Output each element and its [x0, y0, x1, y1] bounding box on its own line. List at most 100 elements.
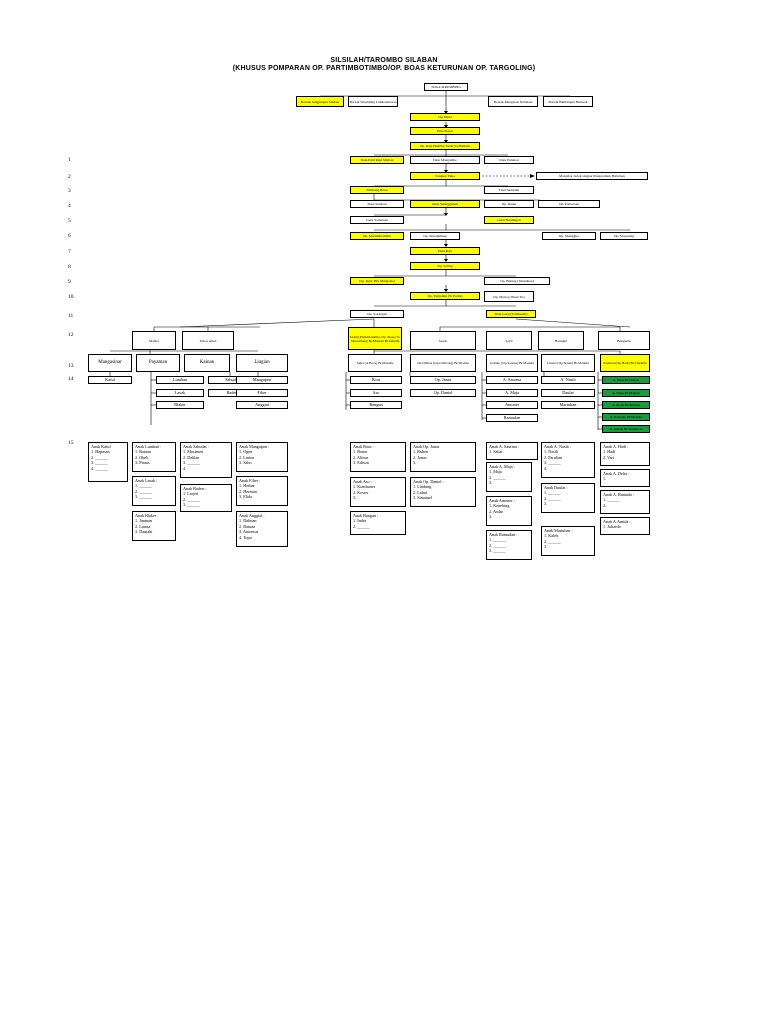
- children-list-title: Anak Mangapon :: [239, 444, 270, 449]
- tree-node: A. Danu Br.Manulu: [602, 389, 650, 397]
- children-list-item: 1. Juliardo: [603, 524, 621, 530]
- children-list-item: 2. Dahlan: [183, 454, 200, 460]
- page-subtitle: (KHUSUS POMPARAN OP. PARTIMBOTIMBO/OP. B…: [232, 65, 536, 72]
- children-list: Anak A.Amida : 1. Juliardo: [600, 517, 650, 535]
- row-number: 2: [68, 174, 71, 180]
- children-list-item: 1. Nasib: [544, 449, 558, 455]
- tree-node: Borsak Jungjungan Silaban: [296, 96, 344, 107]
- children-list: Anak Mangapon : 1. Ogen 2. Linton 3. Sah…: [236, 442, 288, 472]
- children-list-item: 3. ______: [135, 494, 152, 500]
- row-number: 12: [68, 332, 74, 338]
- children-list-item: 2. Obeli: [135, 454, 149, 460]
- tree-node: Datu Palti Raja Silabau: [350, 156, 404, 164]
- children-list-item: 2. Luhut: [413, 489, 428, 495]
- children-list: Anak Anggiat : 1. Dalman 2. Batuan 3. An…: [236, 511, 288, 547]
- children-list-item: 1. ______: [135, 483, 152, 489]
- children-list-item: 1. ______: [603, 497, 620, 503]
- children-list-item: 1. Lindung: [413, 484, 432, 490]
- tree-node: Anggiat: [236, 401, 288, 409]
- children-list-item: 3. ______: [489, 548, 506, 554]
- tree-node: Baringin: [538, 331, 584, 350]
- children-list-item: 1. ______: [544, 490, 561, 496]
- children-list-title: Anak Blaker :: [135, 513, 159, 518]
- children-list: Anak Aso : 1. Kombuner 2. Koster 3.: [350, 477, 406, 507]
- tree-node: Op. Situngkiling: [410, 232, 460, 240]
- row-number: 7: [68, 249, 71, 255]
- children-list-title: Anak Ramudan :: [489, 532, 518, 537]
- tree-node: Op. Sitanggiro: [542, 232, 596, 240]
- children-list-title: Anak Boas :: [353, 444, 374, 449]
- children-list: Anak A. Hadi : 1. Hadi 2. Vari: [600, 442, 650, 466]
- children-list-item: 1. Indra: [353, 518, 367, 524]
- tree-node: Guru Sitanggarum: [410, 200, 480, 208]
- children-list-item: 2. Alfnus: [353, 454, 369, 460]
- tree-node: Janaka (Op.Nasib) Br.Manulu: [541, 354, 595, 372]
- children-list-item: 1. Batuan: [135, 449, 152, 455]
- tree-node: Mangapon: [236, 376, 288, 384]
- children-list-title: Anak A. Saurma :: [489, 444, 520, 449]
- children-list-item: 2. ______: [544, 495, 561, 501]
- row-number: 14: [68, 376, 74, 382]
- children-list-title: Anak Lasak :: [135, 478, 158, 483]
- tree-node: Tuan Sampulu: [484, 186, 534, 194]
- children-list-item: 1. Sahat: [489, 449, 503, 455]
- tree-node: Op. Parbotaan: [538, 200, 600, 208]
- children-list-item: 2. ______: [91, 454, 108, 460]
- tree-node: Datu Mangambe: [410, 156, 480, 164]
- children-list-title: Anak A. Hadi :: [603, 444, 629, 449]
- children-list: Anak Filter : 1. Hotbar 2. Herman 3. Eli…: [236, 476, 288, 506]
- tree-node: Guru Sinalingon: [484, 216, 534, 224]
- tree-node: Bangunin: [598, 331, 650, 350]
- tree-node: Aso: [350, 389, 402, 397]
- children-list-title: Anak A. Delia :: [603, 471, 630, 476]
- children-list-item: 3. Pintus: [135, 460, 150, 466]
- row-number: 3: [68, 188, 71, 194]
- tree-node: A. Nasib: [541, 376, 595, 384]
- children-list: Anak A. Maja : 1. Maja 2. ______ 3.: [486, 462, 532, 492]
- tree-node: TOGA SIRUMBING: [424, 83, 468, 91]
- tree-node: Lasak: [156, 389, 204, 397]
- children-list-item: 3.: [489, 480, 493, 486]
- tree-node: Borsak Sirumbing Lumbantoruan: [348, 96, 398, 107]
- tree-node: Op. Targoling (Sr Porlis): [410, 292, 480, 300]
- children-list-item: 1. Ogen: [239, 449, 253, 455]
- children-list-item: 2. ______: [183, 496, 200, 502]
- tree-node: Ramudan: [486, 414, 538, 422]
- children-list-item: 2. Batuan: [239, 523, 256, 529]
- children-list-item: 2.: [603, 502, 607, 508]
- children-list-item: 2. Koster: [353, 489, 369, 495]
- children-list-item: 4.: [183, 465, 187, 471]
- children-list: Anak Blaker : 1. Janman 2. Lamsa 3. Dani…: [132, 511, 176, 541]
- tree-node: Sayit: [486, 331, 532, 350]
- row-number: 1: [68, 157, 71, 163]
- children-list-title: Anak Bangun :: [353, 513, 379, 518]
- children-list-item: 2. Vari: [603, 454, 615, 460]
- children-list-item: 3.: [544, 501, 548, 507]
- tree-node: Op. Bulung (Silanduan): [484, 277, 550, 285]
- children-list: Anak Bangun : 1. Indra 2. ______: [350, 511, 406, 535]
- tree-node: Datu Guru (Sr.Manulu): [486, 310, 536, 318]
- children-list: Anak Amoner : 1. Kenebing 2. Asdar 3.: [486, 496, 532, 526]
- children-list: Anak Op. Janas 1. Ruben 2. Jonas 3.: [410, 442, 476, 472]
- children-list: Anak Lasak : 1. ______ 2. ______ 3. ____…: [132, 476, 176, 506]
- tree-node: Op. Pintu: [410, 113, 480, 121]
- children-list-item: 3.: [413, 460, 417, 466]
- children-list-item: 3. Simatuel: [413, 495, 433, 501]
- row-number: 6: [68, 233, 71, 239]
- children-list: Anak A. Nasib : 1. Nasib 2. Parulian 3. …: [541, 442, 595, 478]
- tree-node: Op. Martimbotimbo: [350, 232, 404, 240]
- children-list-item: 1. Hadi: [603, 449, 616, 455]
- children-list: Anak Boas : 1. Bonar 2. Alfnus 3. Edison: [350, 442, 406, 472]
- tree-node: Mangasinar: [88, 354, 132, 372]
- row-number: 10: [68, 294, 74, 300]
- children-list-item: 1. Hapasan: [91, 449, 110, 455]
- children-list: Anak Sahudat : 1. Maximen 2. Dahlan 3. _…: [180, 442, 232, 478]
- tree-node: A. Amida Br.Simamora: [602, 425, 650, 433]
- tree-node: Datu Bolon: [410, 127, 480, 135]
- children-list-title: Anak Sahudat :: [183, 444, 209, 449]
- children-list-item: 2. Parulian: [544, 454, 563, 460]
- tree-node: Blaker: [156, 401, 204, 409]
- tree-node: Lumban: [156, 376, 204, 384]
- children-list-item: 3. Antonius: [239, 529, 259, 535]
- tree-node: Saudo: [410, 331, 476, 350]
